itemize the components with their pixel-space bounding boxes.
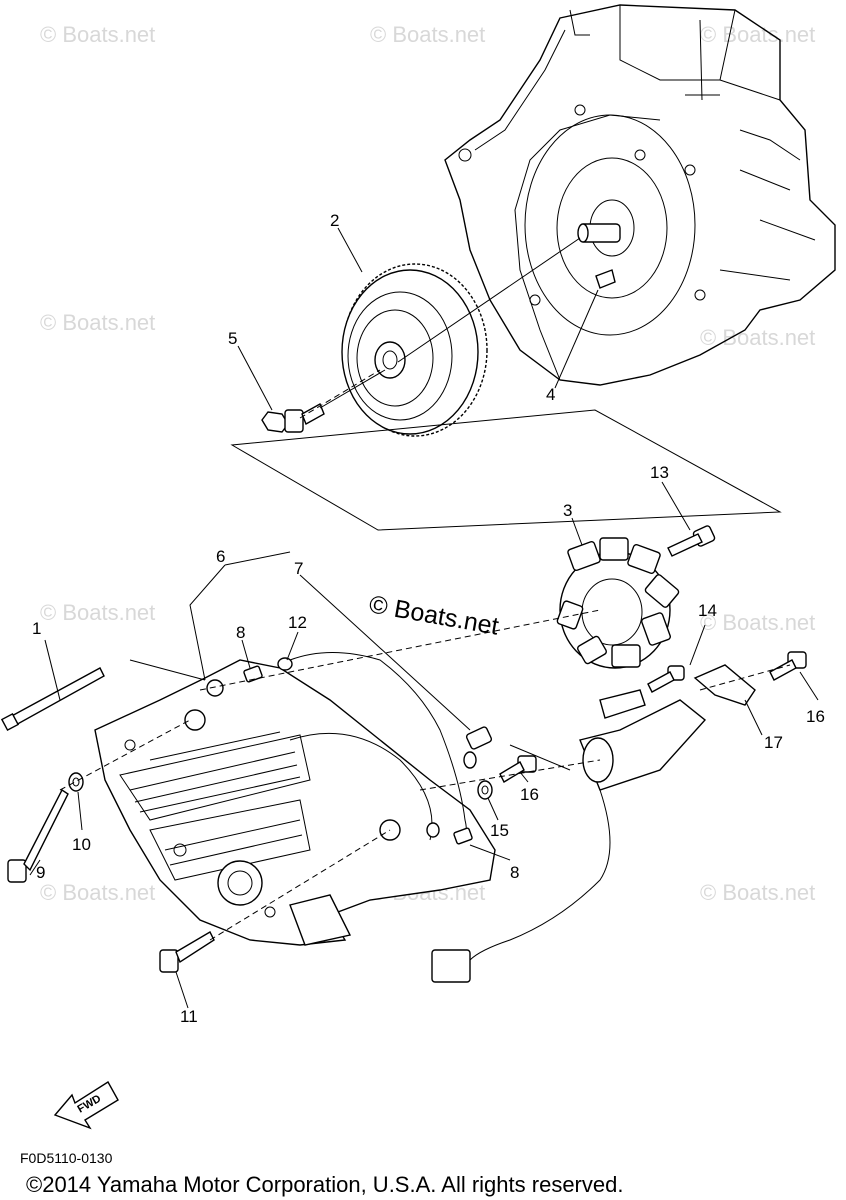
copyright: ©2014 Yamaha Motor Corporation, U.S.A. A… [26, 1172, 624, 1197]
callout-10: 10 [72, 835, 91, 854]
callout-labels: 2 5 4 13 3 6 7 12 8 1 14 16 17 16 15 8 1… [32, 211, 825, 1026]
crankcase-cover [94, 659, 496, 946]
callout-4: 4 [546, 385, 555, 404]
engine-block [444, 4, 836, 386]
callout-7: 7 [294, 559, 303, 578]
callout-8: 8 [236, 623, 245, 642]
gasket-oring [463, 751, 477, 769]
cover-bolt [159, 931, 215, 973]
watermark: © Boats.net [370, 22, 485, 47]
callout-16: 16 [520, 785, 539, 804]
dowel-pin [453, 827, 473, 845]
callout-13: 13 [650, 463, 669, 482]
watermark: © Boats.net [700, 325, 815, 350]
connector-plug [431, 949, 471, 983]
callout-2: 2 [330, 211, 339, 230]
watermark: © Boats.net [700, 22, 815, 47]
callout-17: 17 [764, 733, 783, 752]
callout-11: 11 [180, 1007, 198, 1026]
callout-9: 9 [36, 863, 45, 882]
watermark-center: © Boats.net [367, 590, 501, 640]
gasket-oring [277, 657, 293, 671]
flywheel-bolt [261, 369, 386, 433]
stator [556, 537, 680, 669]
group-outline-upper [230, 409, 782, 531]
watermark: © Boats.net [700, 880, 815, 905]
watermark: © Boats.net [700, 610, 815, 635]
dowel-pin [243, 665, 263, 683]
callout-16: 16 [806, 707, 825, 726]
watermark: © Boats.net [40, 880, 155, 905]
cover-bolt-long [7, 788, 69, 883]
washer [68, 772, 84, 792]
cable-tie [0, 667, 105, 732]
watermark: © Boats.net [40, 22, 155, 47]
washer [477, 780, 493, 800]
gasket-oring [426, 822, 440, 838]
watermark: © Boats.net [40, 310, 155, 335]
callout-15: 15 [490, 821, 509, 840]
flywheel [341, 263, 488, 437]
leader-lines [29, 227, 819, 1009]
callout-6: 6 [216, 547, 225, 566]
pulser-bolt-14 [647, 665, 685, 693]
callout-3: 3 [563, 501, 572, 520]
callout-14: 14 [698, 601, 717, 620]
fwd-arrow-icon: FWD [53, 1081, 119, 1130]
callout-8: 8 [510, 863, 519, 882]
flywheel-axis-line [397, 237, 581, 363]
callout-12: 12 [288, 613, 307, 632]
collar [465, 726, 493, 750]
pulser-bolt [499, 755, 537, 783]
stator-bolt [667, 525, 716, 557]
gasket [289, 652, 467, 837]
bracket [693, 664, 756, 706]
callout-5: 5 [228, 329, 237, 348]
watermark: © Boats.net [40, 600, 155, 625]
callout-1: 1 [32, 619, 41, 638]
part-code: F0D5110-0130 [20, 1150, 113, 1166]
